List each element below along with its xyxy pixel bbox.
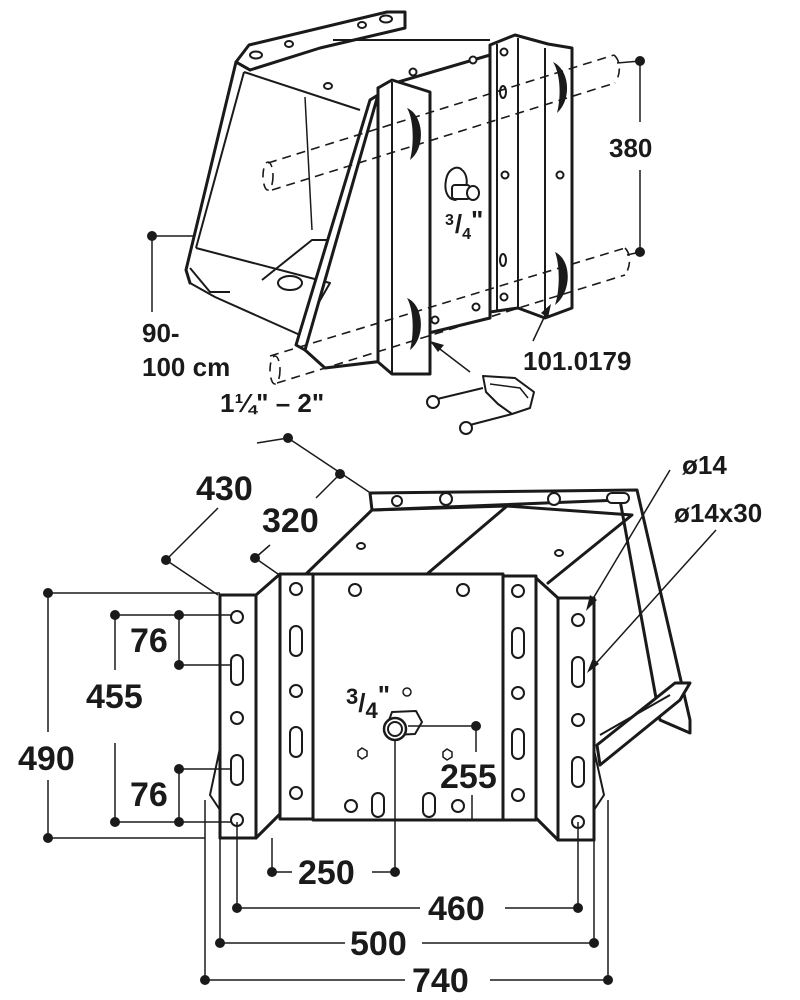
center-plate xyxy=(311,572,505,822)
wall-distance-label-line2: 100 cm xyxy=(142,352,230,382)
dimension-76-bottom xyxy=(174,764,231,827)
fitting-height-label: 255 xyxy=(440,758,497,796)
dimension-255 xyxy=(408,721,481,820)
box-body xyxy=(184,39,492,370)
flange-hole xyxy=(357,21,367,29)
dimension-wall-distance xyxy=(147,231,194,312)
dimension-455 xyxy=(110,610,231,827)
height-total-label: 490 xyxy=(18,740,75,778)
pipe-spacing-label: 380 xyxy=(609,133,652,163)
inner-left-channel xyxy=(278,572,315,821)
flange-hole xyxy=(379,14,393,24)
dimension-460 xyxy=(232,822,583,913)
hole-span-horizontal-label: 460 xyxy=(428,890,485,928)
pipe-clamps xyxy=(407,62,568,350)
dimension-740 xyxy=(200,800,613,985)
dimension-380 xyxy=(616,56,645,257)
fitting-size-label-front: 3/4" xyxy=(346,680,390,723)
mount-slot xyxy=(571,756,585,788)
isometric-bracket-view: 3/4" 380 xyxy=(142,10,652,435)
width-plate-label: 500 xyxy=(350,925,407,963)
fitting-size-label-top: 3/4" xyxy=(445,205,483,243)
depth-outer-label: 430 xyxy=(196,470,253,508)
dimension-250 xyxy=(267,740,400,877)
wall-distance-label-line1: 90- xyxy=(142,318,180,348)
right-wing xyxy=(534,576,605,842)
part-number-label: 101.0179 xyxy=(523,346,631,376)
mount-hole xyxy=(230,711,244,725)
mount-hole xyxy=(571,713,585,727)
leader-arrows-top xyxy=(430,304,551,373)
hole-diameter-label: ø14 xyxy=(682,450,727,480)
dimension-500 xyxy=(215,838,599,948)
mount-slot xyxy=(230,654,244,686)
dimension-430 xyxy=(161,433,370,596)
left-wing xyxy=(209,572,282,840)
fitting-3-4-inch-front xyxy=(382,710,423,742)
pipe-diameter-range-label: 1¼" – 2" xyxy=(220,388,324,418)
depth-inner-label: 320 xyxy=(262,502,319,540)
top-flange xyxy=(234,10,407,72)
pipe-upper xyxy=(262,54,621,191)
dimension-320 xyxy=(250,469,345,575)
rear-right-channel xyxy=(488,33,574,320)
pipe-lower xyxy=(269,247,631,385)
width-total-label: 740 xyxy=(412,962,469,1000)
inner-right-channel xyxy=(501,574,538,822)
front-dimension-view: 3/4" 430 320 ø14 ø14x30 xyxy=(18,433,762,1000)
fitting-offset-label: 250 xyxy=(298,854,355,892)
mount-hole xyxy=(230,610,244,624)
fitting-3-4-inch xyxy=(444,166,480,201)
hole-spacing-top-label: 76 xyxy=(130,622,168,660)
u-bolt-clamp-kit xyxy=(426,375,535,435)
flange-hole xyxy=(284,40,294,48)
dimension-76-top xyxy=(174,610,231,670)
slot-size-label: ø14x30 xyxy=(674,498,762,528)
hole-spacing-bottom-label: 76 xyxy=(130,776,168,814)
flange-hole xyxy=(249,50,263,60)
top-surface xyxy=(304,504,634,585)
hole-leader-arrows xyxy=(586,469,717,673)
front-left-channel xyxy=(376,78,432,376)
side-strut xyxy=(595,681,692,767)
hole-span-vertical-label: 455 xyxy=(86,678,143,716)
mount-slot xyxy=(230,754,244,786)
mount-hole xyxy=(571,613,585,627)
dimension-490 xyxy=(43,588,220,843)
mount-slot xyxy=(571,656,585,688)
